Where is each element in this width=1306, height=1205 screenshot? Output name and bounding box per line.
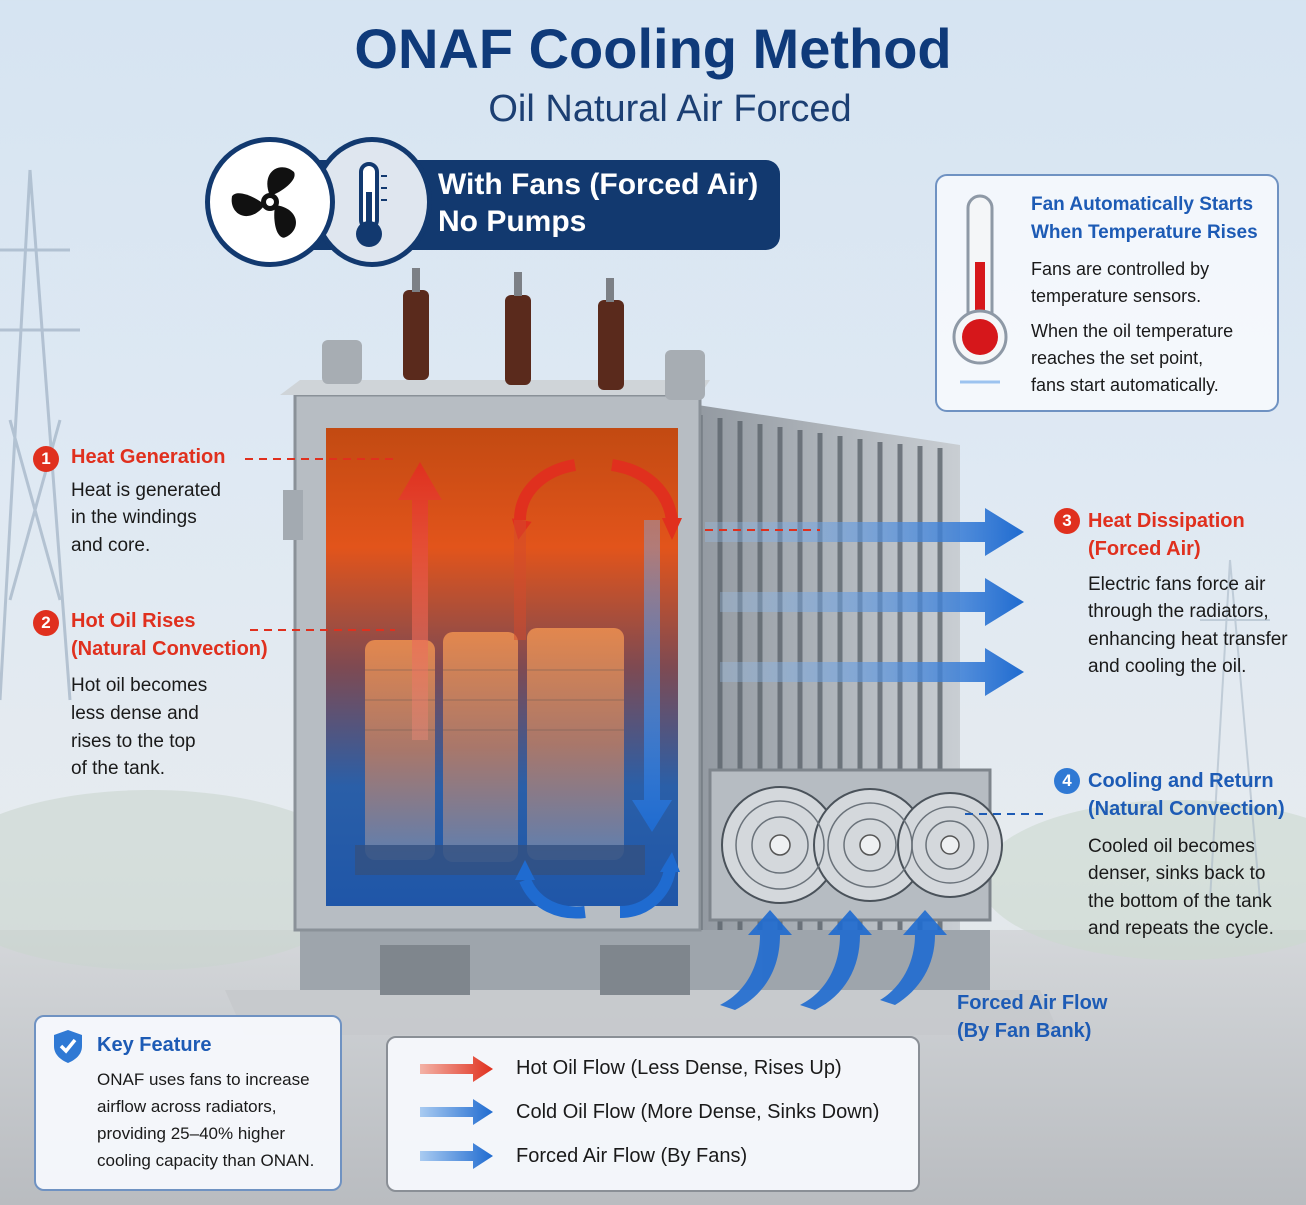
callout1-number: 1 [33, 446, 59, 472]
fan-box-text2-line2: reaches the set point, [1031, 348, 1204, 368]
callout4-line1: Cooled oil becomes [1088, 836, 1255, 857]
legend-arrows [420, 1056, 493, 1169]
callout2-number: 2 [33, 610, 59, 636]
callout2-line2: less dense and [71, 703, 199, 724]
power-pylon [0, 169, 80, 701]
shield-check-icon [54, 1030, 82, 1063]
key-feature-heading: Key Feature [97, 1034, 212, 1056]
hot-flow-arrow-icon [420, 1056, 493, 1082]
fan-box-text1-line2: temperature sensors. [1031, 286, 1202, 306]
cold-flow-arrow-icon [420, 1099, 493, 1125]
callout4-line4: and repeats the cycle. [1088, 918, 1274, 939]
key-feature-line3: providing 25–40% higher [97, 1124, 286, 1143]
callout3-number: 3 [1054, 508, 1080, 534]
callout4-line2: denser, sinks back to [1088, 863, 1266, 884]
forced-air-label-line2: (By Fan Bank) [957, 1020, 1092, 1042]
callout4-heading1: Cooling and Return [1088, 770, 1274, 792]
callout1-line2: in the windings [71, 507, 197, 528]
page-subtitle: Oil Natural Air Forced [488, 88, 852, 130]
key-feature-box [34, 1015, 342, 1191]
badge-fan-circle [205, 137, 335, 267]
legend-air: Forced Air Flow (By Fans) [516, 1145, 748, 1167]
badge-line1: With Fans (Forced Air) [438, 168, 759, 201]
callout3-line4: and cooling the oil. [1088, 656, 1247, 677]
fan-box-text2-line3: fans start automatically. [1031, 375, 1219, 395]
fan-box-heading-line1: Fan Automatically Starts [1031, 194, 1254, 215]
key-feature-line4: cooling capacity than ONAN. [97, 1151, 315, 1170]
thermometer-hot-icon [952, 194, 1008, 384]
badge-line2: No Pumps [438, 205, 587, 238]
callout3-heading1: Heat Dissipation [1088, 510, 1245, 532]
callout4-line3: the bottom of the tank [1088, 891, 1272, 912]
callout1-heading: Heat Generation [71, 446, 226, 468]
callout1-line3: and core. [71, 535, 151, 556]
key-feature-line2: airflow across radiators, [97, 1097, 277, 1116]
callout3-heading2: (Forced Air) [1088, 538, 1201, 560]
page-title: ONAF Cooling Method [354, 17, 952, 80]
callout3-line1: Electric fans force air [1088, 574, 1266, 595]
callout4-heading2: (Natural Convection) [1088, 798, 1285, 820]
fan-box-heading-line2: When Temperature Rises [1031, 222, 1258, 243]
fan-box-text2-line1: When the oil temperature [1031, 321, 1234, 341]
callout3-line2: through the radiators, [1088, 601, 1269, 622]
thermometer-icon [356, 162, 387, 247]
callout2-line1: Hot oil becomes [71, 675, 208, 696]
callout2-line4: of the tank. [71, 758, 166, 779]
air-flow-arrow-icon [420, 1143, 493, 1169]
callout2-heading2: (Natural Convection) [71, 638, 268, 660]
legend-cold: Cold Oil Flow (More Dense, Sinks Down) [516, 1101, 880, 1123]
callout2-heading1: Hot Oil Rises [71, 610, 196, 632]
key-feature-line1: ONAF uses fans to increase [97, 1070, 310, 1089]
forced-air-label-line1: Forced Air Flow [957, 992, 1108, 1014]
fan-box-text1-line1: Fans are controlled by [1031, 259, 1210, 279]
callout2-line3: rises to the top [71, 731, 196, 752]
callout3-line3: enhancing heat transfer [1088, 629, 1288, 650]
callout1-line1: Heat is generated [71, 480, 221, 501]
callout4-number: 4 [1054, 768, 1080, 794]
legend-hot: Hot Oil Flow (Less Dense, Rises Up) [516, 1057, 842, 1079]
fan-icon [231, 167, 296, 238]
